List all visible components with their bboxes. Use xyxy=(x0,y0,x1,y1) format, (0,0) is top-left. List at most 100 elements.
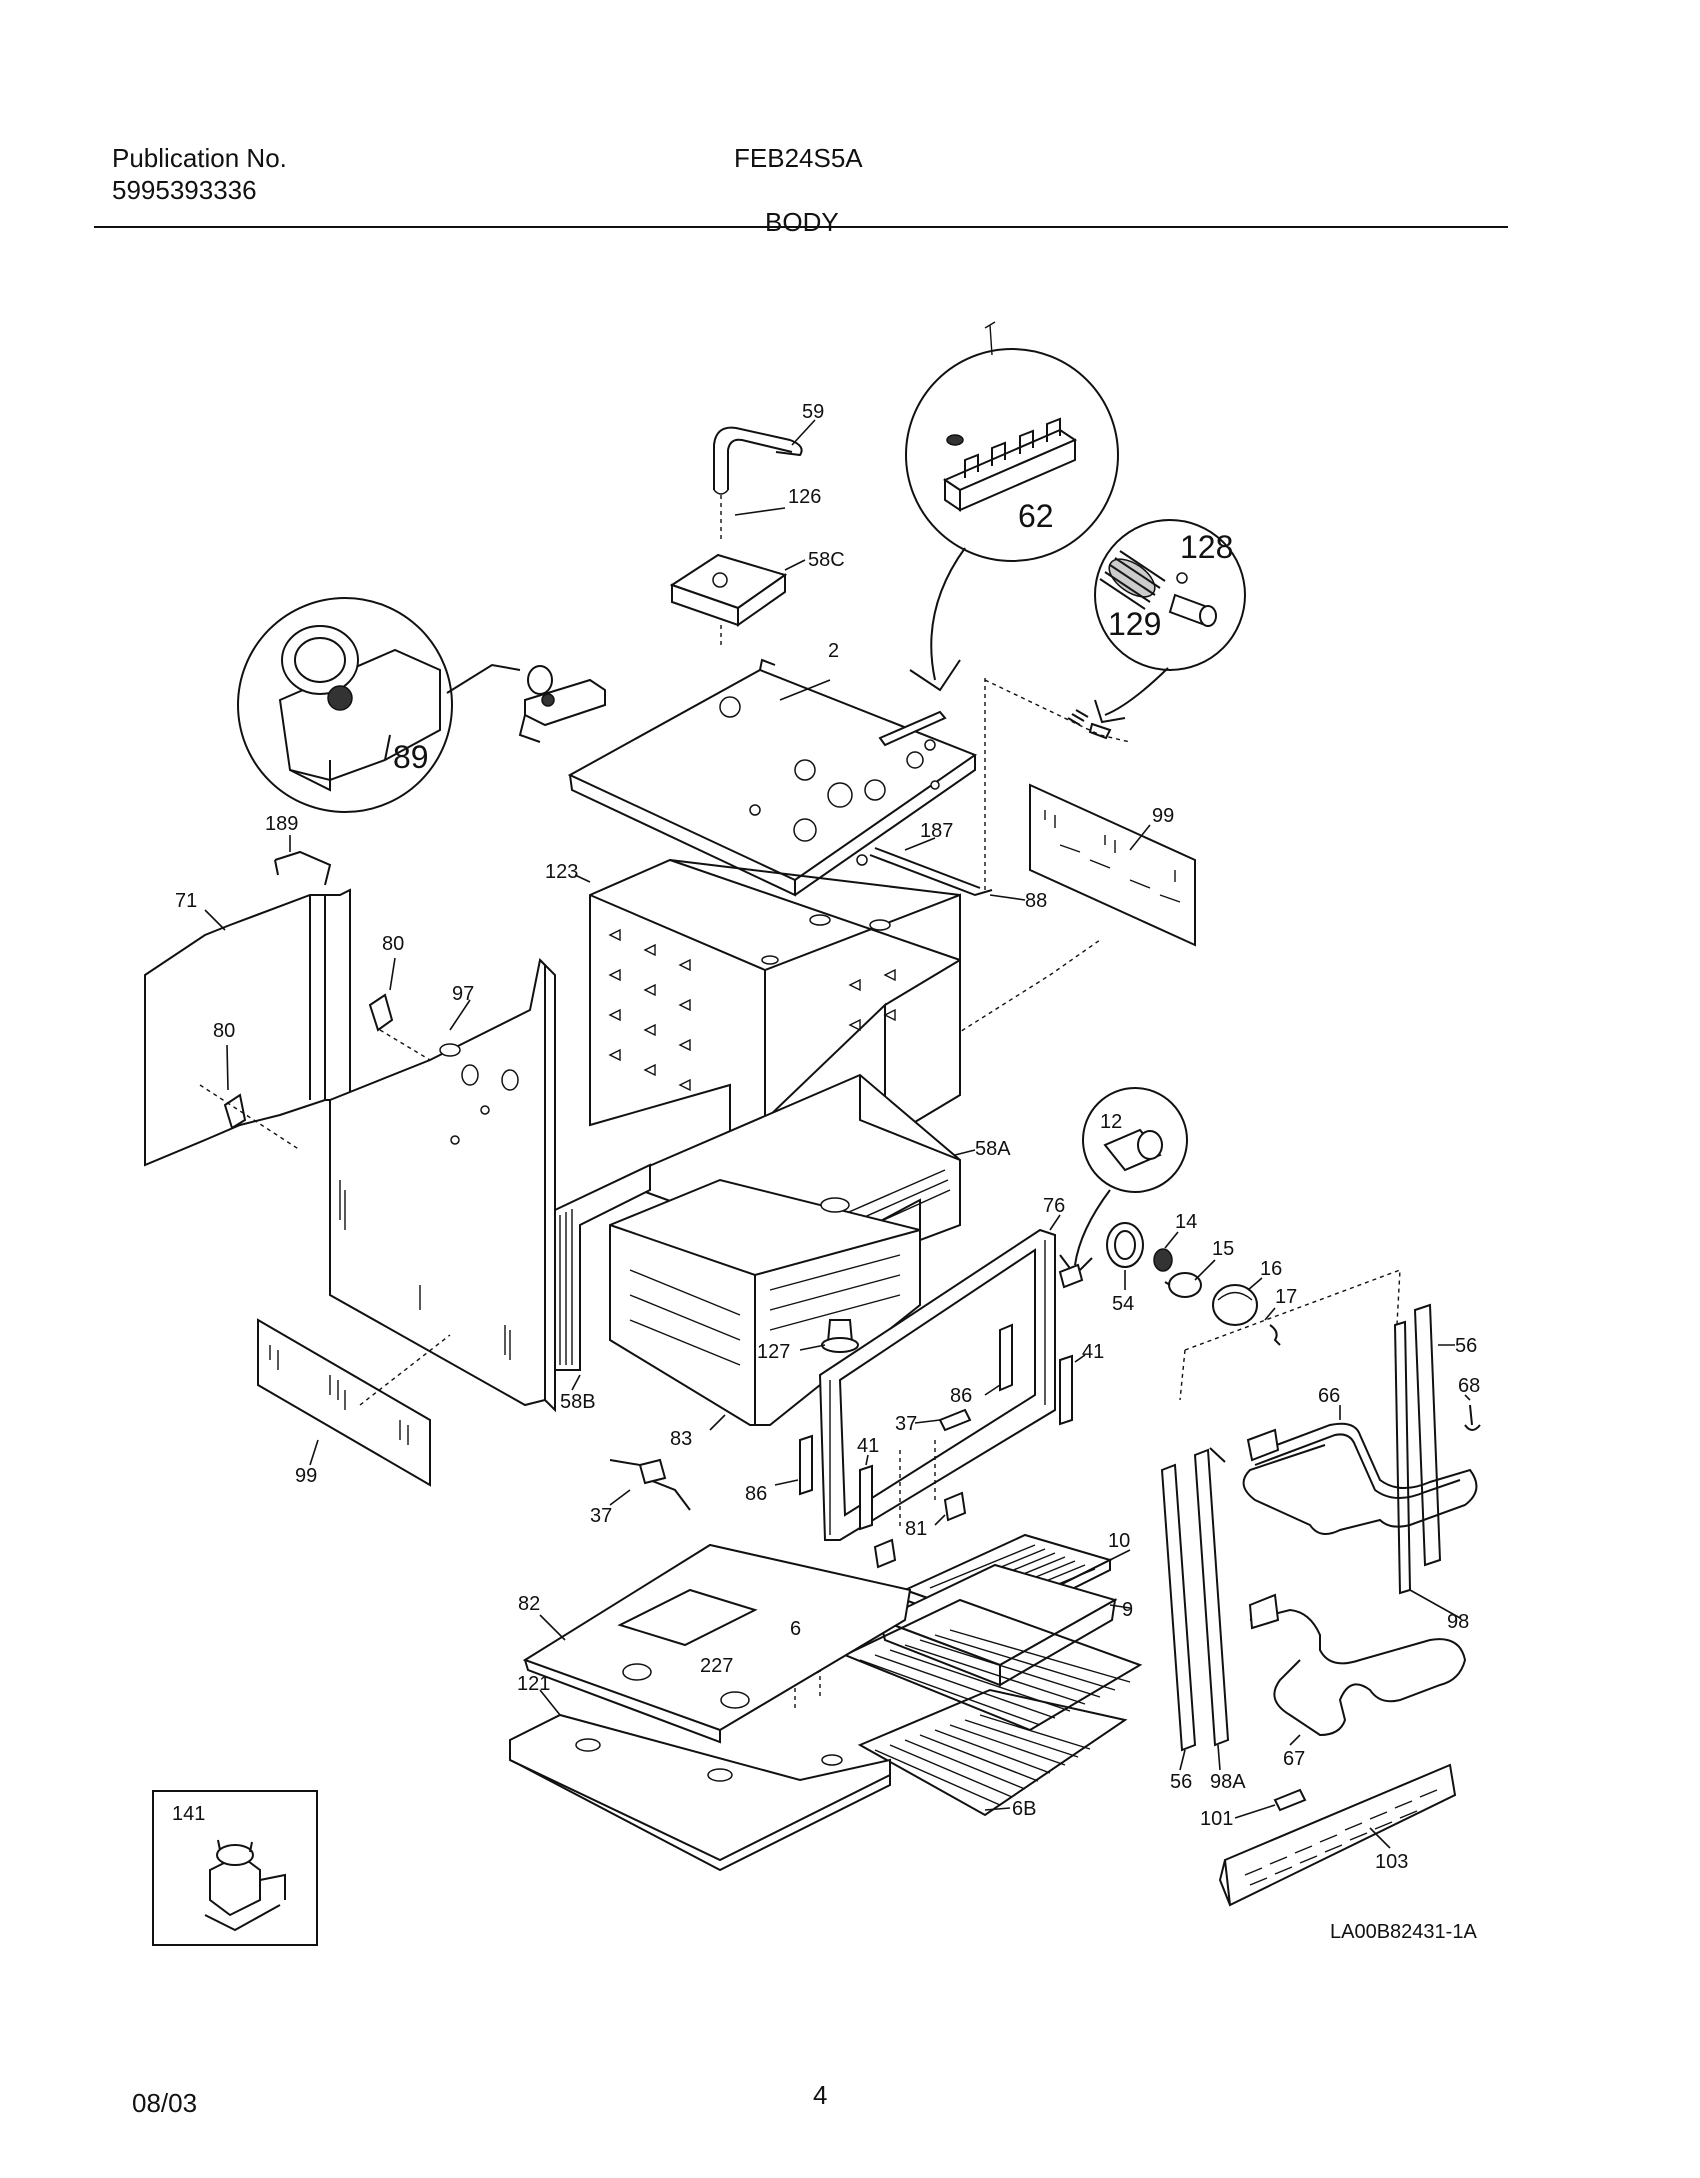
leader-89-to-mount xyxy=(446,663,521,694)
callout-2: 2 xyxy=(828,640,839,662)
part-12-socket xyxy=(1103,1128,1163,1172)
leader-9 xyxy=(1109,1604,1131,1609)
leader-99a xyxy=(1129,824,1151,851)
part-80-bracket-upper xyxy=(368,993,394,1032)
callout-189: 189 xyxy=(265,813,298,835)
leader-10 xyxy=(1109,1549,1131,1561)
part-front-frame xyxy=(818,1228,1056,1541)
leader-76 xyxy=(1049,1214,1061,1231)
arrow-62-head xyxy=(909,659,961,692)
part-103-toe-kick xyxy=(1218,1763,1457,1907)
leader-2 xyxy=(779,679,831,701)
detail-circle-12 xyxy=(1082,1087,1188,1193)
callout-41-right: 41 xyxy=(1082,1341,1104,1363)
part-17-wire xyxy=(1269,1324,1281,1346)
callout-80-lower: 80 xyxy=(213,1020,235,1042)
part-82-oven-bottom xyxy=(522,1543,912,1744)
callout-62: 62 xyxy=(1018,498,1054,534)
part-121-bottom-panel xyxy=(509,1713,891,1872)
detail-circle-128-129 xyxy=(1094,519,1246,671)
drawing-id: LA00B82431-1A xyxy=(1330,1921,1477,1943)
part-62-terminal-block xyxy=(942,321,1078,512)
part-16-lens xyxy=(1212,1284,1258,1326)
leader-37a xyxy=(914,1419,941,1424)
callout-58C: 58C xyxy=(808,549,845,571)
part-41-trim-right xyxy=(1059,1354,1073,1426)
part-58B-insulation xyxy=(554,1163,651,1371)
part-2-top-panel xyxy=(567,658,978,897)
callout-37-lower: 37 xyxy=(590,1505,612,1527)
leader-187 xyxy=(904,837,936,851)
part-98A-side-rail xyxy=(1193,1447,1230,1747)
callout-88: 88 xyxy=(1025,890,1047,912)
leader-58B xyxy=(571,1374,581,1391)
callout-128: 128 xyxy=(1180,529,1233,565)
callout-187: 187 xyxy=(920,820,953,842)
leader-86a xyxy=(984,1384,1001,1396)
callout-126: 126 xyxy=(788,486,821,508)
leader-101 xyxy=(1234,1804,1276,1819)
callout-127: 127 xyxy=(757,1341,790,1363)
part-37-switch-lower xyxy=(609,1458,691,1511)
part-68-clip xyxy=(1464,1404,1481,1431)
callout-101: 101 xyxy=(1200,1808,1233,1830)
callout-121: 121 xyxy=(517,1673,550,1695)
part-62-installed xyxy=(878,710,947,747)
leader-37b xyxy=(609,1489,631,1506)
callout-81: 81 xyxy=(905,1518,927,1540)
leader-88 xyxy=(989,894,1026,901)
leader-15 xyxy=(1194,1259,1216,1281)
leader-80a xyxy=(389,957,396,991)
model-number: FEB24S5A xyxy=(734,143,863,173)
callout-67: 67 xyxy=(1283,1748,1305,1770)
part-80-bracket-lower xyxy=(223,1093,247,1130)
part-101-clip xyxy=(1273,1788,1307,1812)
arrow-128-head xyxy=(1094,699,1126,724)
callout-59: 59 xyxy=(802,401,824,423)
part-86-hinge-lower xyxy=(799,1434,813,1496)
part-41-trim-left xyxy=(859,1464,873,1531)
callout-86-lower: 86 xyxy=(745,1483,767,1505)
part-129-spring xyxy=(1099,550,1166,610)
leader-59 xyxy=(791,419,816,446)
dashed-227 xyxy=(794,1668,821,1710)
dashed-128 xyxy=(984,679,1131,743)
callout-98A: 98A xyxy=(1210,1771,1246,1793)
callout-98: 98 xyxy=(1447,1611,1469,1633)
part-59-wire-clip xyxy=(713,426,803,495)
arrow-62-shaft xyxy=(930,547,966,681)
leader-41a xyxy=(1074,1354,1086,1363)
part-58C-insulation-pad xyxy=(669,553,788,627)
inset-box-141 xyxy=(152,1790,318,1946)
arrow-128-shaft xyxy=(1104,667,1169,716)
leader-67 xyxy=(1289,1734,1301,1746)
dashed-back xyxy=(954,678,1101,1036)
part-66-broil-element xyxy=(1242,1422,1478,1535)
callout-15: 15 xyxy=(1212,1238,1234,1260)
publication-number: 5995393336 xyxy=(112,175,257,205)
leader-86b xyxy=(774,1479,799,1486)
part-15-bulb xyxy=(1164,1272,1202,1298)
callout-6B: 6B xyxy=(1012,1798,1036,1820)
leader-68 xyxy=(1464,1394,1471,1401)
detail-circle-62 xyxy=(905,348,1119,562)
leader-16 xyxy=(1247,1277,1263,1291)
part-127-sensor xyxy=(821,1319,859,1353)
part-67-bake-element xyxy=(1248,1593,1467,1737)
callout-14: 14 xyxy=(1175,1211,1197,1233)
part-141-thermal-fuse xyxy=(204,1839,286,1932)
callout-71: 71 xyxy=(175,890,197,912)
callout-76: 76 xyxy=(1043,1195,1065,1217)
leader-98A xyxy=(1217,1744,1221,1771)
leader-6B xyxy=(984,1807,1011,1811)
leader-98 xyxy=(1409,1589,1461,1619)
leader-126 xyxy=(734,507,786,516)
callout-80-upper: 80 xyxy=(382,933,404,955)
leader-71 xyxy=(204,909,226,931)
part-99-back-panel-upper xyxy=(1029,783,1196,947)
leader-41b xyxy=(865,1454,869,1466)
part-6-oven-rack xyxy=(842,1598,1143,1732)
callout-10: 10 xyxy=(1108,1530,1130,1552)
callout-86-upper: 86 xyxy=(950,1385,972,1407)
